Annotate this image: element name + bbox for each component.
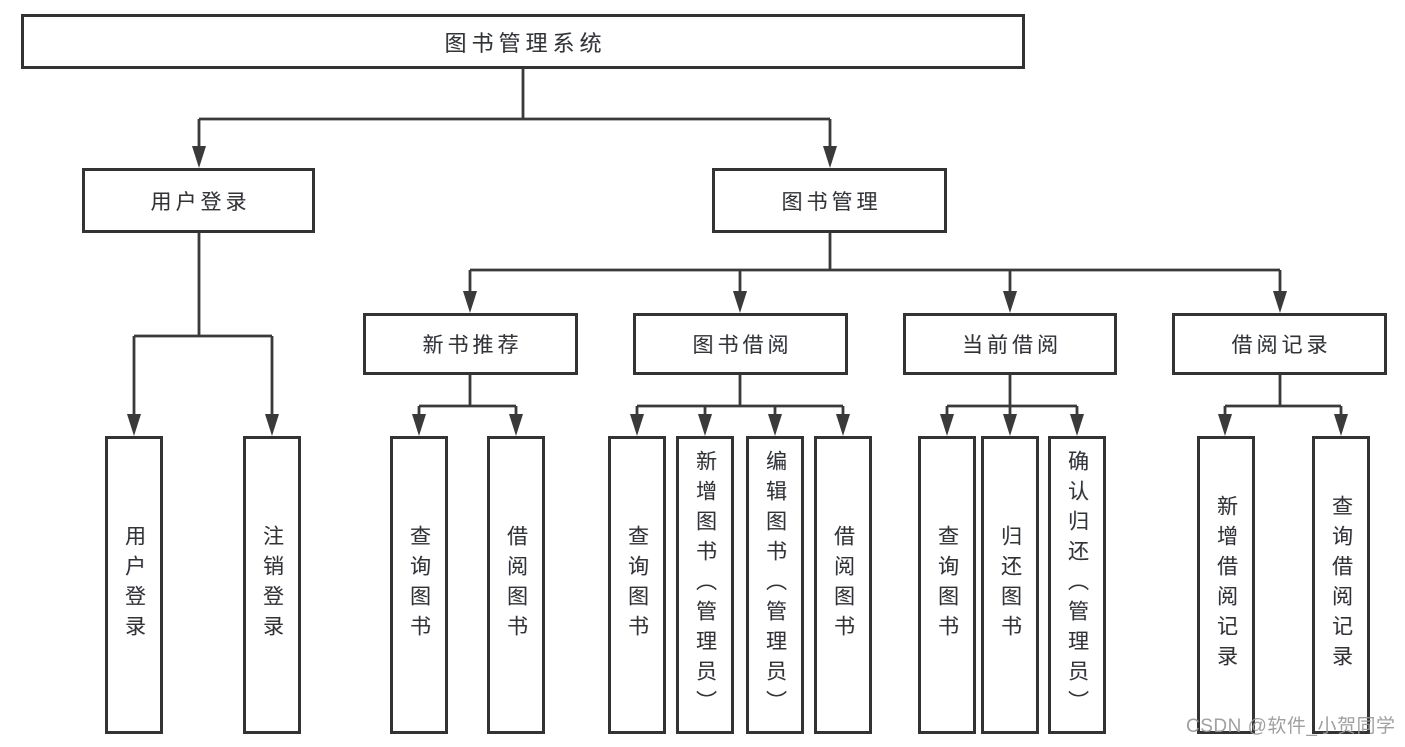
csdn-watermark: CSDN @软件_小贺同学	[1186, 716, 1396, 737]
node-leaf-user-login: 用户登录	[105, 436, 163, 734]
node-leaf-query-books-recommend: 查询图书	[390, 436, 448, 734]
node-borrow-records: 借阅记录	[1172, 313, 1387, 375]
node-user-login: 用户登录	[82, 168, 315, 233]
node-new-book-recommend: 新书推荐	[363, 313, 578, 375]
arrowhead-icon	[768, 414, 782, 436]
arrowhead-icon	[940, 414, 954, 436]
arrowhead-icon	[823, 146, 837, 168]
leaf-label: 确认归还（管理员）	[1065, 450, 1089, 720]
node-leaf-add-books-admin: 新增图书（管理员）	[676, 436, 734, 734]
node-leaf-query-books-current: 查询图书	[918, 436, 976, 734]
node-leaf-borrow-books-recommend: 借阅图书	[487, 436, 545, 734]
leaf-label: 查询图书	[935, 525, 959, 645]
leaf-label: 借阅图书	[504, 525, 528, 645]
leaf-label: 新增图书（管理员）	[693, 450, 717, 720]
leaf-label: 编辑图书（管理员）	[763, 450, 787, 720]
leaf-label: 归还图书	[998, 525, 1022, 645]
node-leaf-return-books: 归还图书	[981, 436, 1039, 734]
arrowhead-icon	[836, 414, 850, 436]
node-book-management: 图书管理	[712, 168, 947, 233]
arrowhead-icon	[1218, 414, 1232, 436]
leaf-label: 查询图书	[407, 525, 431, 645]
leaf-label: 用户登录	[122, 525, 146, 645]
arrowhead-icon	[412, 414, 426, 436]
leaf-label: 查询借阅记录	[1329, 495, 1353, 675]
arrowhead-icon	[1273, 291, 1287, 313]
leaf-label: 注销登录	[260, 525, 284, 645]
node-book-borrow: 图书借阅	[633, 313, 848, 375]
arrowhead-icon	[509, 414, 523, 436]
node-leaf-query-books-borrow: 查询图书	[608, 436, 666, 734]
node-root-system: 图书管理系统	[21, 14, 1025, 69]
arrowhead-icon	[1003, 414, 1017, 436]
leaf-label: 查询图书	[625, 525, 649, 645]
arrowhead-icon	[127, 414, 141, 436]
arrowhead-icon	[1070, 414, 1084, 436]
arrowhead-icon	[1334, 414, 1348, 436]
node-leaf-edit-books-admin: 编辑图书（管理员）	[746, 436, 804, 734]
leaf-label: 新增借阅记录	[1214, 495, 1238, 675]
leaf-label: 借阅图书	[831, 525, 855, 645]
arrowhead-icon	[192, 146, 206, 168]
arrowhead-icon	[733, 291, 747, 313]
arrowhead-icon	[1003, 291, 1017, 313]
node-leaf-borrow-books: 借阅图书	[814, 436, 872, 734]
node-leaf-add-borrow-record: 新增借阅记录	[1197, 436, 1255, 734]
arrowhead-icon	[463, 291, 477, 313]
node-current-borrow: 当前借阅	[903, 313, 1117, 375]
arrowhead-icon	[265, 414, 279, 436]
node-leaf-confirm-return-admin: 确认归还（管理员）	[1048, 436, 1106, 734]
arrowhead-icon	[630, 414, 644, 436]
node-leaf-query-borrow-record: 查询借阅记录	[1312, 436, 1370, 734]
node-leaf-logout: 注销登录	[243, 436, 301, 734]
arrowhead-icon	[698, 414, 712, 436]
